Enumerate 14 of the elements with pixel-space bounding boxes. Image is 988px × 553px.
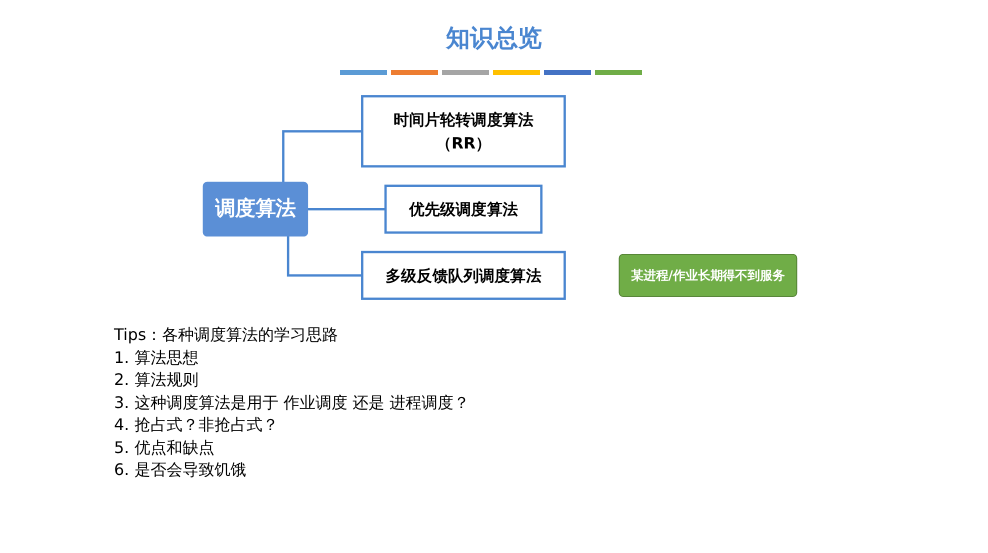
node-box: 优先级调度算法 bbox=[384, 184, 543, 234]
tip-text: 4. 抢占式？非抢占式？ bbox=[114, 414, 280, 436]
title: 知识总览 bbox=[444, 22, 543, 54]
tip-text: Tips：各种调度算法的学习思路 bbox=[114, 324, 340, 346]
connector bbox=[306, 208, 386, 211]
tip-text: 6. 是否会导致饥饿 bbox=[114, 459, 248, 481]
tip-text: 1. 算法思想 bbox=[114, 346, 200, 368]
tip-text: 5. 优点和缺点 bbox=[114, 436, 216, 458]
tip-text: 2. 算法规则 bbox=[114, 369, 200, 391]
connector bbox=[286, 236, 362, 277]
node-box: 多级反馈队列调度算法 bbox=[361, 250, 566, 300]
tip-text: 3. 这种调度算法是用于 作业调度 还是 进程调度？ bbox=[114, 392, 470, 414]
node-box: 时间片轮转调度算法（RR） bbox=[361, 95, 566, 168]
connector bbox=[282, 130, 362, 183]
